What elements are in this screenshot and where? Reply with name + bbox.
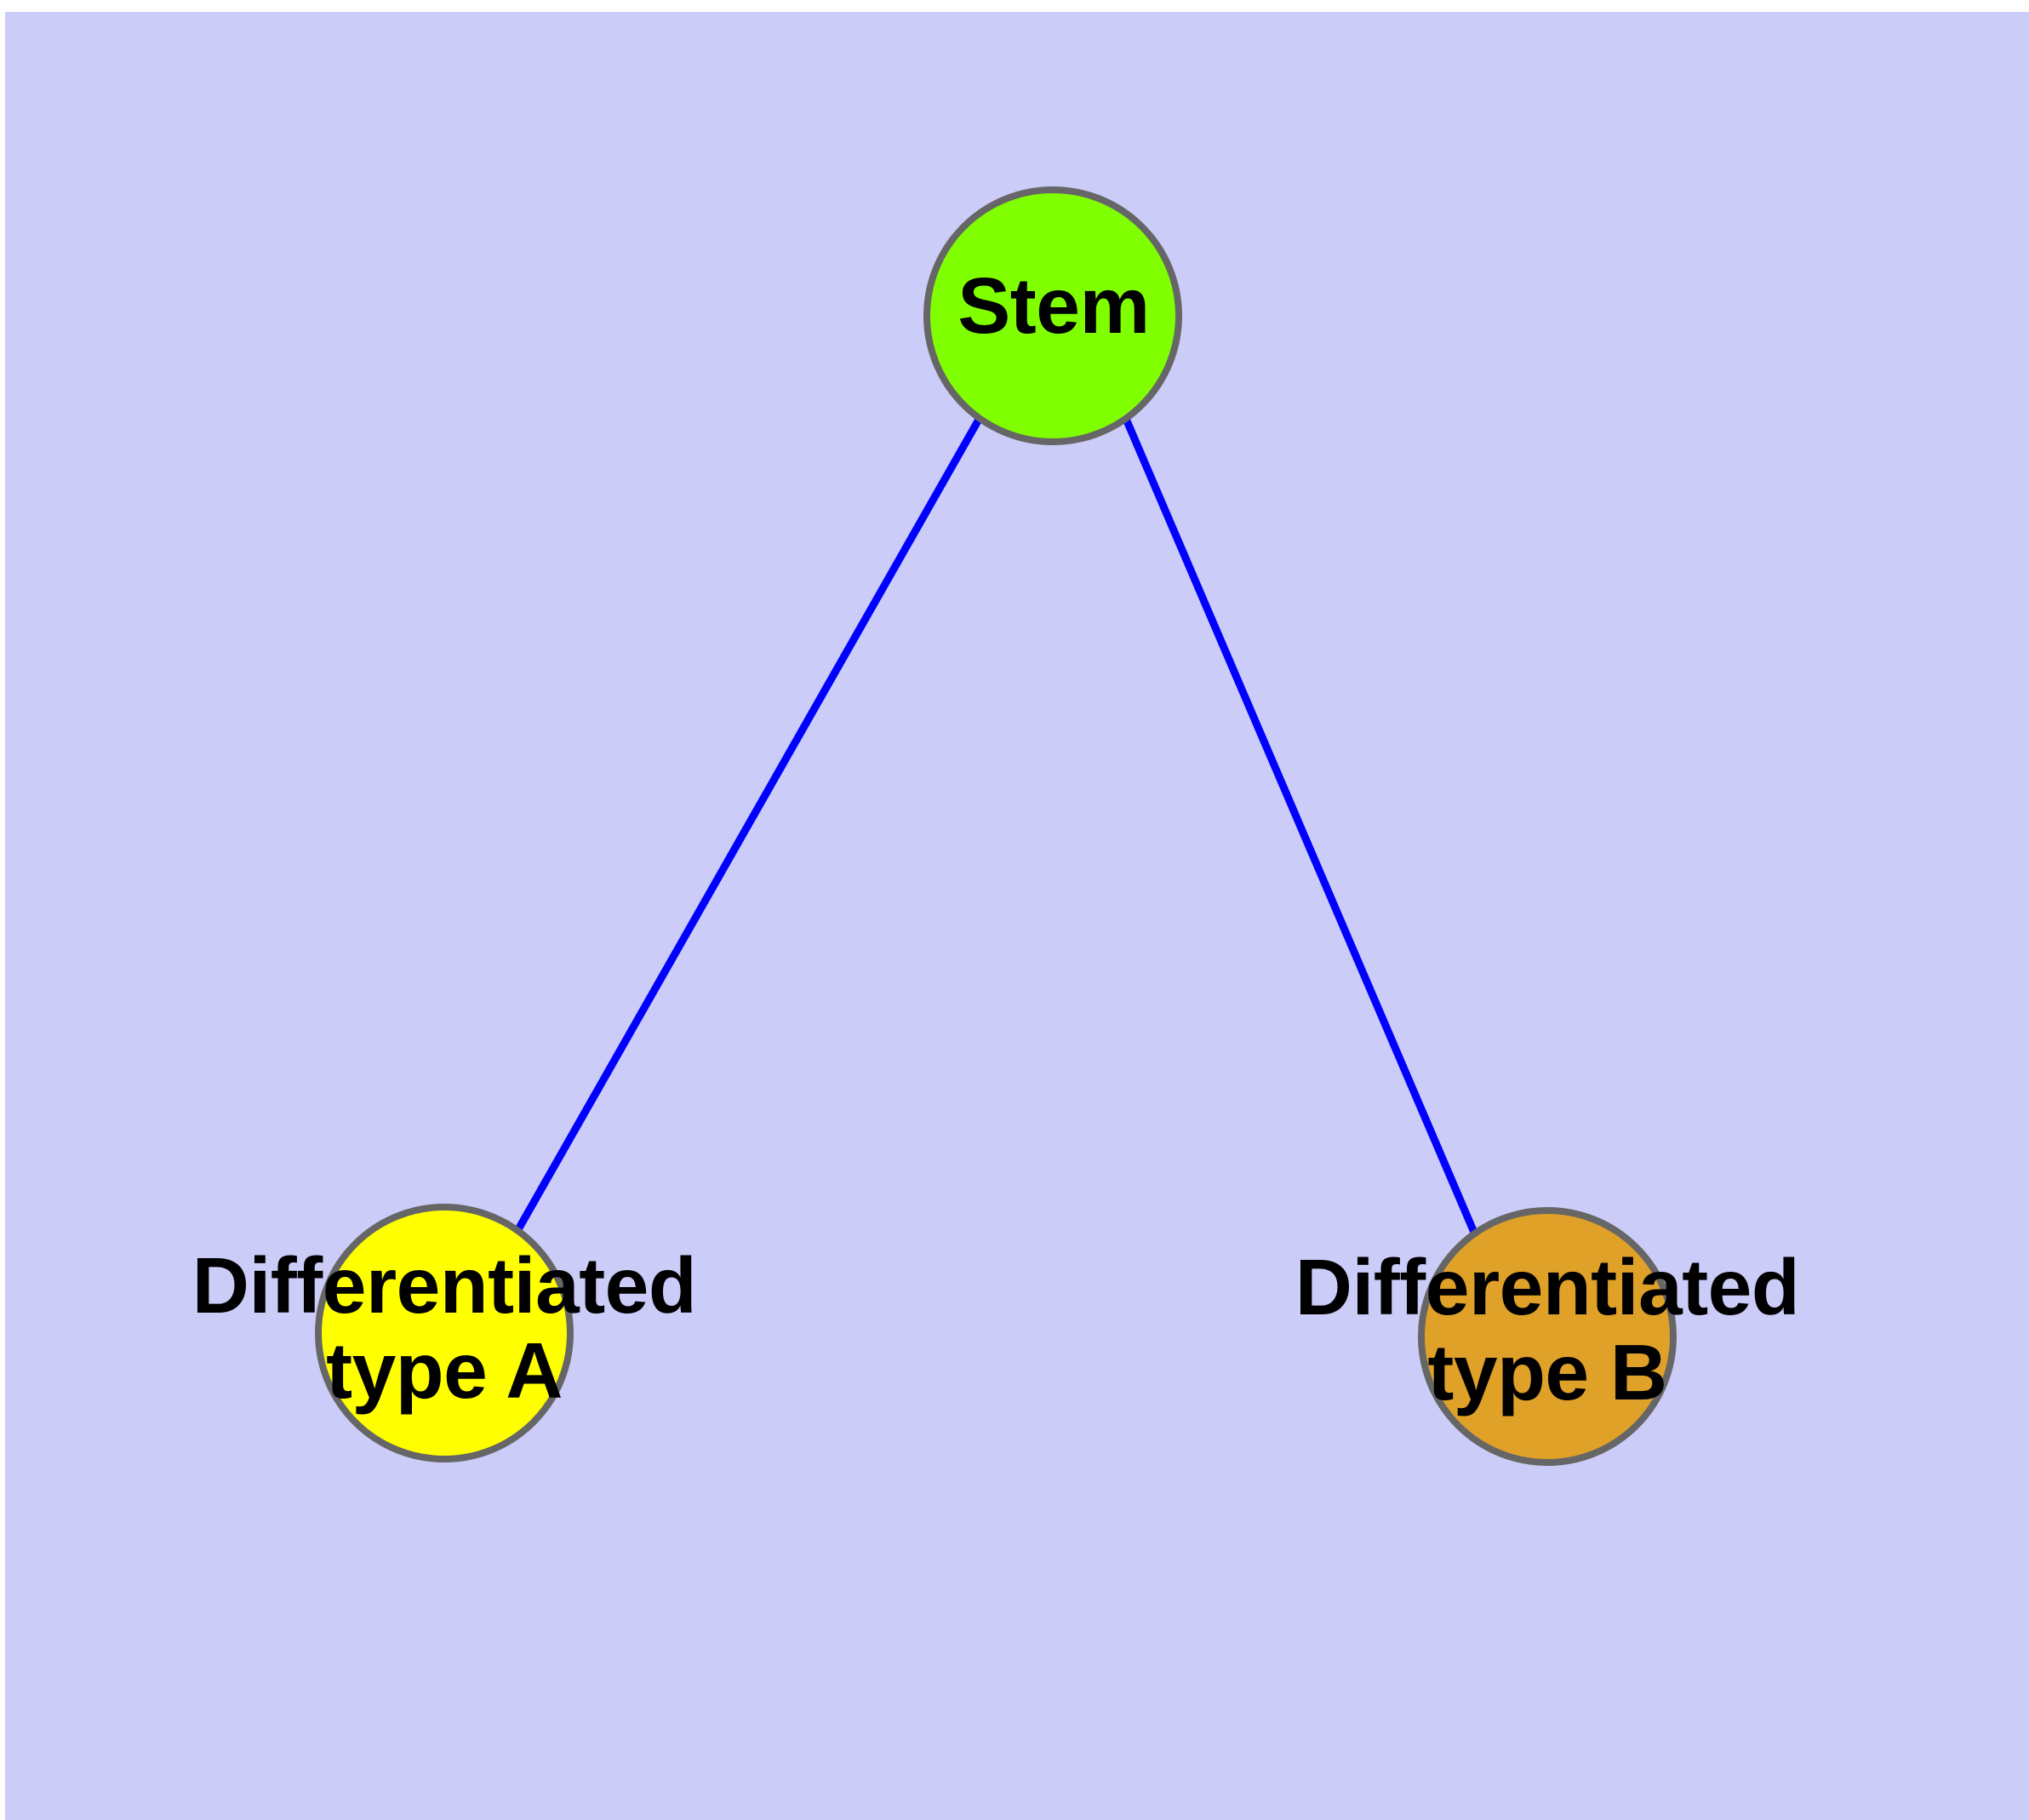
node-stem[interactable] [923,186,1182,445]
nodes-group [315,186,1677,1466]
edge-stem-to-differentiated-type-b[interactable] [1122,417,1479,1236]
node-differentiated-type-a[interactable] [315,1204,574,1462]
node-differentiated-type-b[interactable] [1418,1207,1677,1466]
edge-stem-to-differentiated-type-a[interactable] [514,415,983,1233]
edges-group [514,415,1479,1236]
